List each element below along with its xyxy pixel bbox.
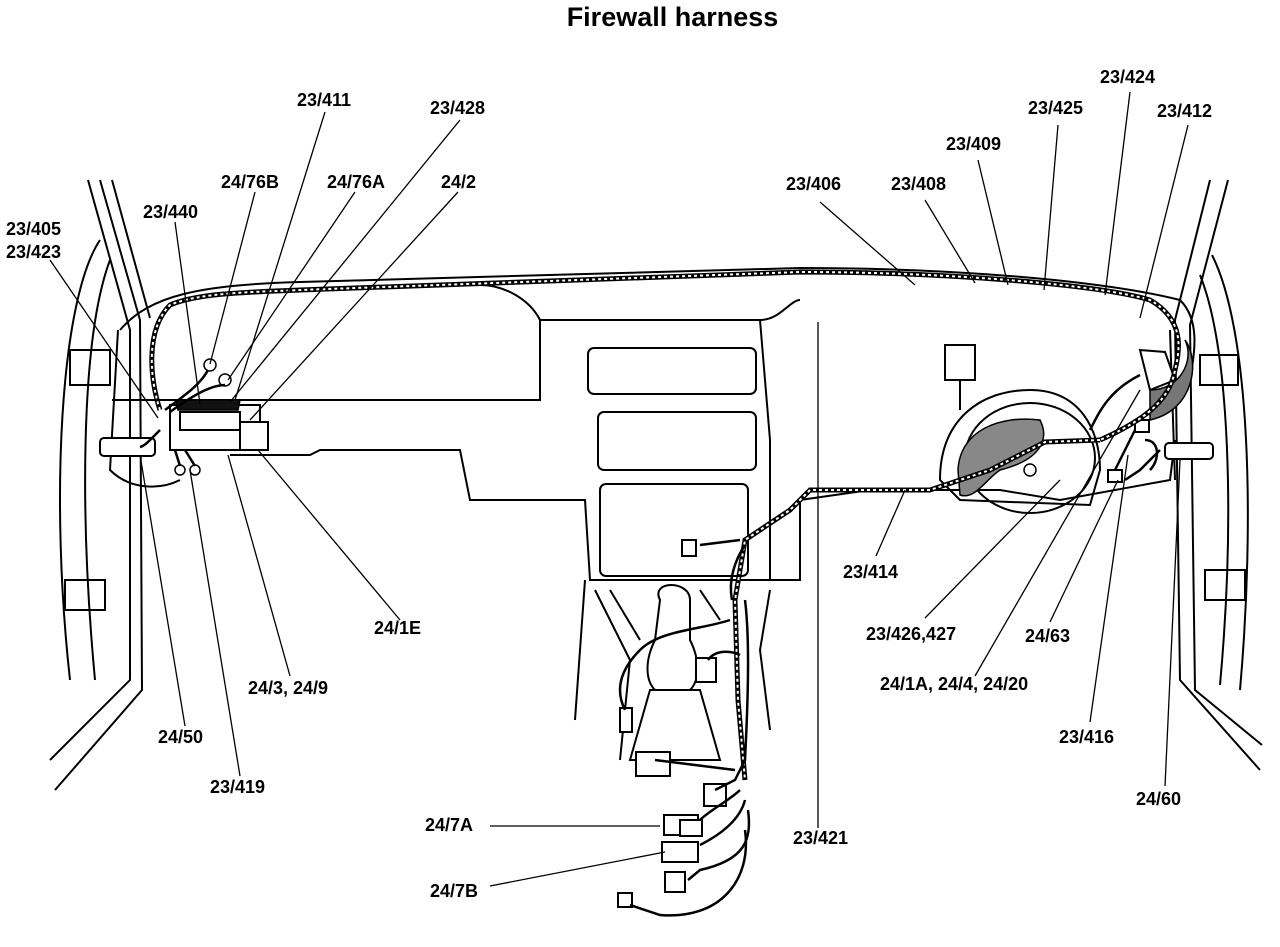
callout-23-428: 23/428 <box>430 98 486 118</box>
callout-23-424: 23/424 <box>1100 67 1156 87</box>
leader-lines <box>49 91 1189 887</box>
callout-24-7A: 24/7A <box>425 815 474 835</box>
left-components <box>99 358 269 476</box>
branch-wires <box>139 369 1161 917</box>
left-body-outline <box>49 179 151 791</box>
main-harness <box>149 269 1181 781</box>
callout-23-440: 23/440 <box>143 202 199 222</box>
callout-23-411: 23/411 <box>297 90 352 110</box>
callout-23-426-427: 23/426,427 <box>866 624 957 644</box>
callout-23-419: 23/419 <box>210 777 266 797</box>
callout-23-412: 23/412 <box>1157 101 1213 121</box>
callout-24-60: 24/60 <box>1136 789 1182 809</box>
callout-23-405-23-423: 23/405 23/423 <box>6 219 62 262</box>
callout-24-2: 24/2 <box>441 172 477 192</box>
callout-23-414: 23/414 <box>843 562 899 582</box>
diagram-title: Firewall harness <box>566 2 779 32</box>
callout-24-3-24-9: 24/3, 24/9 <box>248 678 329 698</box>
callout-24-1E: 24/1E <box>374 618 422 638</box>
callout-24-7B: 24/7B <box>430 881 479 901</box>
callout-24-76A: 24/76A <box>327 172 386 192</box>
center-panels <box>574 347 771 761</box>
callout-24-50: 24/50 <box>158 727 204 747</box>
callout-23-416: 23/416 <box>1059 727 1115 747</box>
callout-23-409: 23/409 <box>946 134 1002 154</box>
right-components <box>1107 419 1214 483</box>
callout-23-406: 23/406 <box>786 174 842 194</box>
glovebox-area <box>938 339 1194 514</box>
callout-24-1A-24-4-24-20: 24/1A, 24/4, 24/20 <box>880 674 1029 694</box>
callout-23-421: 23/421 <box>793 828 849 848</box>
callout-24-63: 24/63 <box>1025 626 1071 646</box>
right-body-outline <box>1173 179 1263 771</box>
callout-24-76B: 24/76B <box>221 172 280 192</box>
callout-23-408: 23/408 <box>891 174 947 194</box>
center-connectors <box>617 539 727 908</box>
callout-23-425: 23/425 <box>1028 98 1084 118</box>
